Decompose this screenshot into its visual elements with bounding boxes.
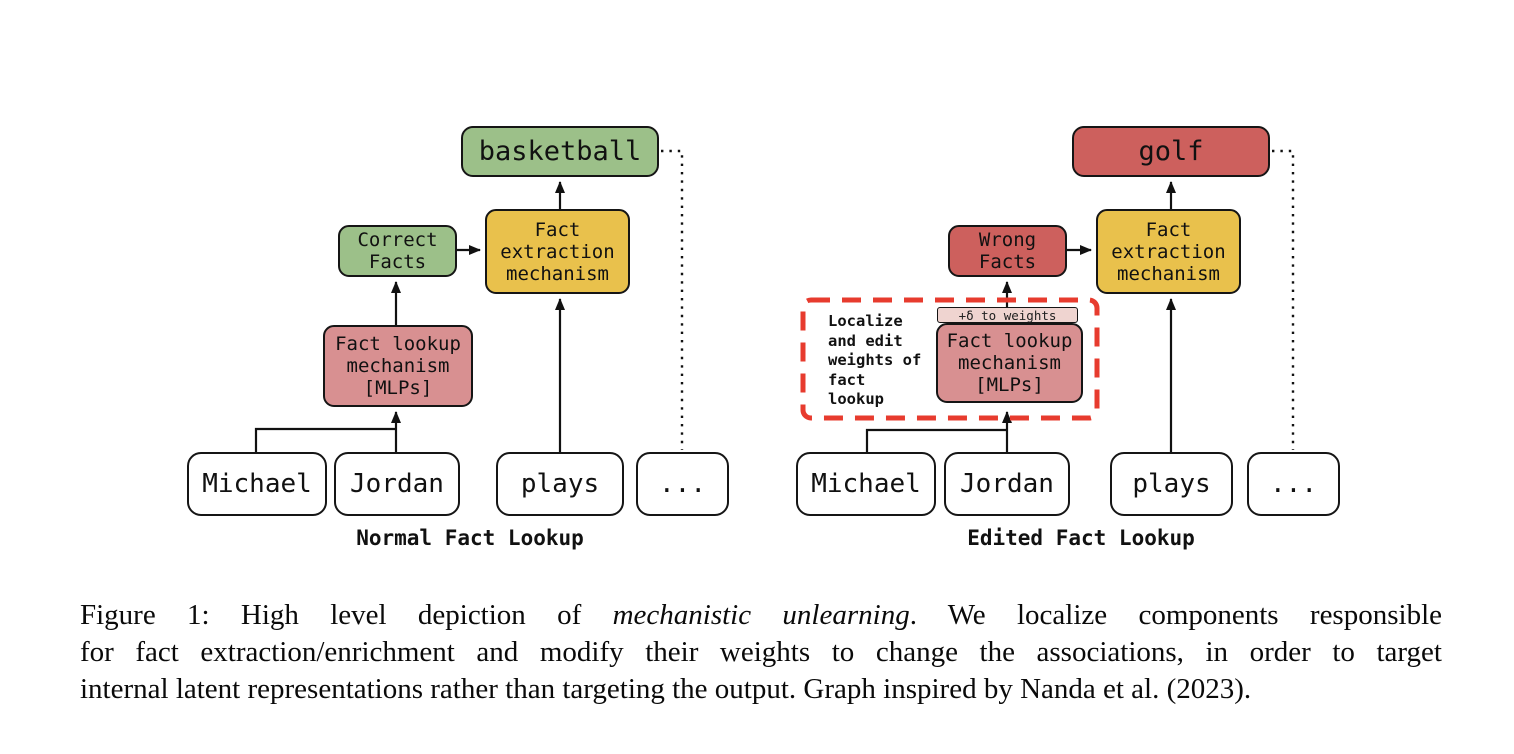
dotted-basketball-to-ellipsis bbox=[661, 149, 684, 450]
caption-line1-italic: mechanistic unlearning bbox=[612, 599, 910, 631]
token-box-michael-left: Michael bbox=[187, 452, 327, 516]
caption-line-2: for fact extraction/enrichment and modif… bbox=[80, 636, 1442, 668]
dotted-golf-to-ellipsis bbox=[1272, 149, 1295, 450]
token-box-plays-left: plays bbox=[496, 452, 624, 516]
caption-line1-post: . We localize components responsible bbox=[909, 599, 1442, 631]
correct-facts-box: Correct Facts bbox=[338, 225, 457, 277]
token-box-plays-right: plays bbox=[1110, 452, 1233, 516]
token-box-michael-right: Michael bbox=[796, 452, 936, 516]
caption-line-3: internal latent representations rather t… bbox=[80, 673, 1252, 705]
fact-extraction-box-left: Fact extraction mechanism bbox=[485, 209, 630, 294]
fact-extraction-box-right: Fact extraction mechanism bbox=[1096, 209, 1241, 294]
output-box-golf: golf bbox=[1072, 126, 1270, 177]
elbow-michael-to-lookup-right bbox=[865, 428, 1007, 452]
fact-lookup-box-left: Fact lookup mechanism [MLPs] bbox=[323, 325, 473, 407]
elbow-michael-to-lookup-left bbox=[254, 427, 396, 452]
token-box-jordan-right: Jordan bbox=[944, 452, 1070, 516]
diagram-title-normal-fact-lookup: Normal Fact Lookup bbox=[356, 526, 584, 550]
diagram-title-edited-fact-lookup: Edited Fact Lookup bbox=[967, 526, 1195, 550]
caption-line1-pre: Figure 1: High level depiction of bbox=[80, 599, 613, 631]
output-box-basketball: basketball bbox=[461, 126, 659, 177]
token-box-ellipsis-right: ... bbox=[1247, 452, 1340, 516]
localize-edit-note: Localize and edit weights of fact lookup bbox=[828, 312, 922, 408]
token-box-ellipsis-left: ... bbox=[636, 452, 729, 516]
delta-to-weights-tag: +δ to weights bbox=[937, 307, 1078, 323]
figure-diagram-area: basketball Correct Facts Fact extraction… bbox=[187, 126, 1340, 550]
localize-edit-dashed-box bbox=[800, 297, 1100, 421]
token-box-jordan-left: Jordan bbox=[334, 452, 460, 516]
wrong-facts-box: Wrong Facts bbox=[948, 225, 1067, 277]
figure-caption: Figure 1: High level depiction of mechan… bbox=[80, 597, 1442, 708]
caption-line-1: Figure 1: High level depiction of mechan… bbox=[80, 597, 1442, 634]
fact-lookup-box-right: Fact lookup mechanism [MLPs] bbox=[936, 323, 1083, 403]
diagram-connectors bbox=[254, 149, 1295, 452]
